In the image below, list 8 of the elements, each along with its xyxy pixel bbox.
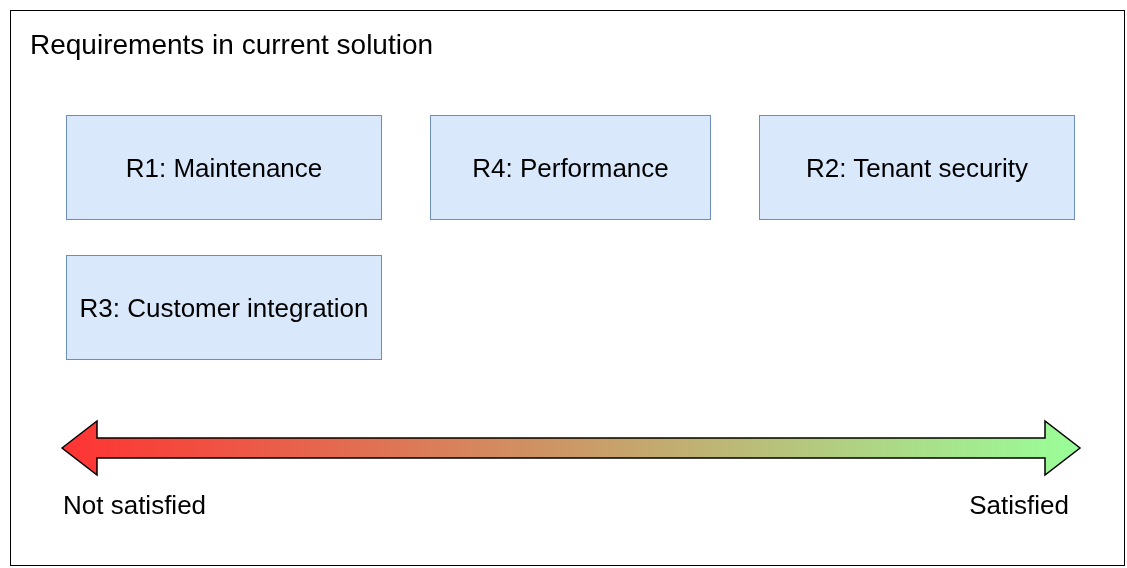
requirement-box: R2: Tenant security bbox=[759, 115, 1075, 220]
diagram-frame bbox=[10, 10, 1125, 566]
requirement-box: R3: Customer integration bbox=[66, 255, 382, 360]
group-label: Requirements in current solution bbox=[30, 29, 434, 61]
scale-label: Not satisfied bbox=[63, 490, 207, 521]
requirement-box: R1: Maintenance bbox=[66, 115, 382, 220]
requirement-box: R4: Performance bbox=[430, 115, 711, 220]
scale-label: Satisfied bbox=[969, 490, 1069, 521]
